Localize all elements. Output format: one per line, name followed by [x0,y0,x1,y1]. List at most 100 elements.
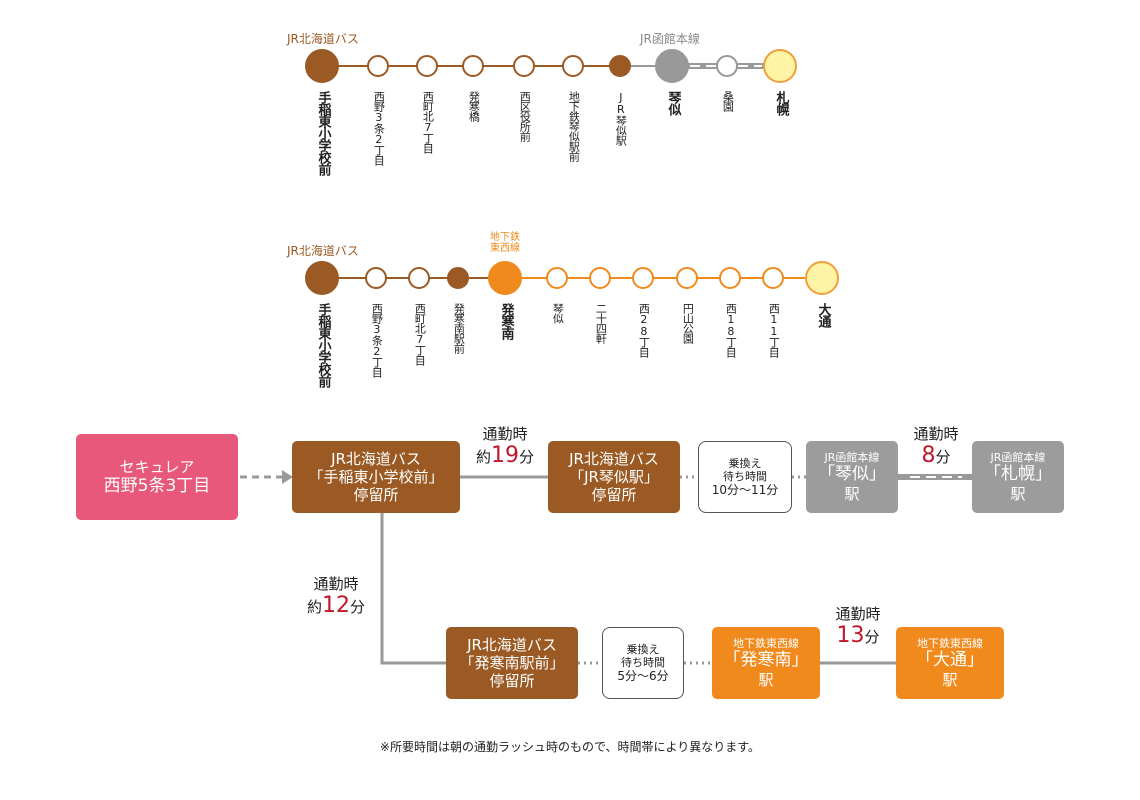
time-3-unit: 分 [350,598,366,617]
stop-marker [462,55,484,77]
bus-stop-3-line3: 停留所 [489,672,535,690]
stop-label: 手稲東小学校前 [315,91,331,175]
stop-route2-5: 琴似 [539,267,575,323]
stop-label: 琴似 [665,91,681,115]
station-1-line2: 「琴似」 [818,464,886,485]
time-label-3: 通勤時 約12分 [294,575,378,619]
time-3-prefix-line: 通勤時 [313,575,359,593]
stop-route2-6: 二十四軒 [582,267,618,343]
route2-subway-title: 地下鉄 東西線 [485,232,525,254]
stop-route2-4: 発寒南 [487,261,523,339]
time-1-prefix-line: 通勤時 [482,425,528,443]
stop-route2-1: 西野3条2丁目 [358,267,394,377]
stop-marker [589,267,611,289]
start-line2: 西野5条3丁目 [103,475,211,496]
bus-stop-1: JR北海道バス 「手稲東小学校前」 停留所 [292,441,460,513]
stop-label: 発寒橋 [467,91,481,121]
station-2: JR函館本線 「札幌」 駅 [972,441,1064,513]
stop-marker [408,267,430,289]
bus-stop-3-line2: 「発寒南駅前」 [459,654,565,672]
stop-route1-4: 西区役所前 [506,55,542,141]
flow-line-branch [380,512,446,665]
station-1-line1: JR函館本線 [824,451,880,465]
stop-marker [365,267,387,289]
stop-marker [513,55,535,77]
stop-marker [763,49,797,83]
stop-label: 西野3条2丁目 [372,91,386,165]
stop-label: 西町北7丁目 [413,303,427,365]
transfer-1: 乗換え 待ち時間 10分〜11分 [698,441,792,513]
stop-route1-0: 手稲東小学校前 [304,49,340,175]
bus-stop-1-line3: 停留所 [353,486,399,504]
stop-marker [632,267,654,289]
stop-route2-7: 西28丁目 [625,267,661,357]
stop-label: 手稲東小学校前 [315,303,331,387]
stop-label: 発寒南 [498,303,514,339]
stop-route2-2: 西町北7丁目 [401,267,437,365]
route2-bus-title: JR北海道バス [287,244,359,258]
stop-marker [367,55,389,77]
time-4-prefix-line: 通勤時 [835,605,881,623]
time-label-2: 通勤時 8分 [896,425,976,469]
stop-label: 札幌 [773,91,789,115]
time-1-number: 19 [491,443,519,469]
stop-label: 大通 [815,303,831,327]
time-3-prefix: 約 [306,598,322,617]
stop-route2-9: 西18丁目 [712,267,748,357]
bus-stop-2-line2: 「JR琴似駅」 [569,468,659,486]
bus-stop-3: JR北海道バス 「発寒南駅前」 停留所 [446,627,578,699]
stop-label: 桑園 [721,91,735,111]
stop-marker [655,49,689,83]
stop-route1-5: 地下鉄琴似駅前 [555,55,591,161]
route1-rail-title: JR函館本線 [640,32,700,46]
stop-label: 二十四軒 [594,303,608,343]
stop-route1-8: 桑園 [709,55,745,111]
station-1-line3: 駅 [844,484,860,503]
time-label-4: 通勤時 13分 [822,605,894,649]
station-2-line2: 「札幌」 [984,464,1052,485]
time-2-number: 8 [921,443,936,469]
stop-route1-1: 西野3条2丁目 [360,55,396,165]
time-4-unit: 分 [864,628,880,647]
stop-marker [546,267,568,289]
transfer-2-line3: 5分〜6分 [617,668,669,683]
stop-label: 西18丁目 [724,303,738,357]
stop-label: 西11丁目 [767,303,781,357]
stop-route2-11: 大通 [804,261,840,327]
stop-marker [305,261,339,295]
stop-marker [805,261,839,295]
stop-marker [562,55,584,77]
station-2-line3: 駅 [1010,484,1026,503]
bus-stop-2-line3: 停留所 [591,486,637,504]
stop-label: 西野3条2丁目 [370,303,384,377]
station-4-line3: 駅 [942,670,958,689]
station-4-line2: 「大通」 [916,650,984,671]
transfer-1-line1: 乗換え [728,456,762,470]
station-3-line3: 駅 [758,670,774,689]
stop-label: 円山公園 [681,303,695,343]
station-2-line1: JR函館本線 [990,451,1046,465]
stop-route2-3: 発寒南駅前 [440,267,476,353]
time-2-unit: 分 [935,448,951,467]
station-1: JR函館本線 「琴似」 駅 [806,441,898,513]
stop-route1-2: 西町北7丁目 [409,55,445,153]
stop-route2-8: 円山公園 [669,267,705,343]
stop-label: 発寒南駅前 [452,303,466,353]
route2-subway-title-2: 東西線 [490,243,520,254]
stop-label: 地下鉄琴似駅前 [567,91,581,161]
station-4-line1: 地下鉄東西線 [917,637,983,651]
stop-marker [762,267,784,289]
time-4-number: 13 [836,623,865,649]
transfer-2: 乗換え 待ち時間 5分〜6分 [602,627,684,699]
stop-route1-9: 札幌 [762,49,798,115]
start-line1: セキュレア [119,457,195,476]
stop-label: 西町北7丁目 [421,91,435,153]
stop-marker [716,55,738,77]
stop-route2-10: 西11丁目 [755,267,791,357]
bus-stop-1-line1: JR北海道バス [331,450,421,468]
stop-route1-3: 発寒橋 [455,55,491,121]
bus-stop-2: JR北海道バス 「JR琴似駅」 停留所 [548,441,680,513]
bus-stop-2-line1: JR北海道バス [569,450,659,468]
flow-arrow-head [282,470,293,484]
station-3-line2: 「発寒南」 [723,650,809,671]
